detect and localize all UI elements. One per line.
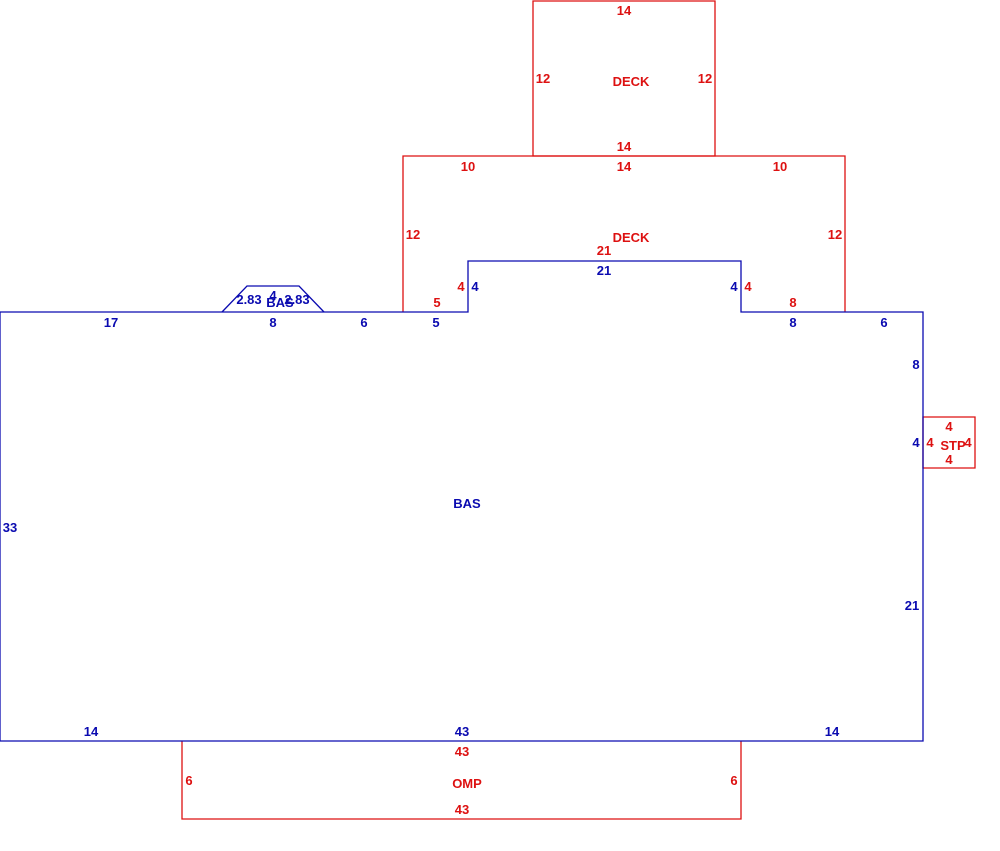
deck-upper-label: DECK (613, 74, 650, 89)
bas-top-after-step-dim: 8 (789, 315, 796, 330)
deck-lower-top-right-dim: 10 (773, 159, 787, 174)
deck-lower-left-dim: 12 (406, 227, 420, 242)
deck-lower-inner-right-dim: 4 (744, 279, 752, 294)
bas-top-left-dim: 17 (104, 315, 118, 330)
omp-left-dim: 6 (185, 773, 192, 788)
deck-upper-top-dim: 14 (617, 3, 632, 18)
deck-lower-inner-left-dim: 4 (457, 279, 465, 294)
bay-right-diag-dim: 2.83 (284, 292, 309, 307)
bas-step-left-dim: 4 (471, 279, 479, 294)
deck-lower-inner-top-dim: 21 (597, 243, 611, 258)
omp-label: OMP (452, 776, 482, 791)
bas-top-before-step-dim: 5 (432, 315, 439, 330)
bay-left-diag-dim: 2.83 (236, 292, 261, 307)
bay-label: BAS (266, 295, 294, 310)
stp-bottom-dim: 4 (945, 452, 953, 467)
stp-label: STP (940, 438, 966, 453)
deck-lower-bottom-right-dim: 8 (789, 295, 796, 310)
deck-upper-right-dim: 12 (698, 71, 712, 86)
bas-right-upper-dim: 8 (912, 357, 919, 372)
stp-right-dim: 4 (964, 435, 972, 450)
bas-outline (0, 260, 924, 742)
deck-lower-bottom-left-dim: 5 (433, 295, 440, 310)
deck-lower-top-mid-dim: 14 (617, 159, 632, 174)
bas-top-mid-dim: 6 (360, 315, 367, 330)
deck-upper-left-dim: 12 (536, 71, 550, 86)
omp-outline (181, 741, 742, 820)
bay-top-dim: 4 (269, 288, 277, 303)
deck-lower-label: DECK (613, 230, 650, 245)
bas-bottom-right-dim: 14 (825, 724, 840, 739)
deck-upper-bottom-dim: 14 (617, 139, 632, 154)
bas-step-right-dim: 4 (730, 279, 738, 294)
bas-label: BAS (453, 496, 481, 511)
bas-top-bay-dim: 8 (269, 315, 276, 330)
deck-lower-right-dim: 12 (828, 227, 842, 242)
bas-bottom-dim: 43 (455, 724, 469, 739)
deck-lower-top-left-dim: 10 (461, 159, 475, 174)
bas-right-lower-dim: 21 (905, 598, 919, 613)
bas-right-stp-dim: 4 (912, 435, 920, 450)
omp-bottom-dim: 43 (455, 802, 469, 817)
bas-left-dim: 33 (3, 520, 17, 535)
bas-bottom-left-dim: 14 (84, 724, 99, 739)
bay-outline (221, 285, 325, 313)
bas-recess-top-dim: 21 (597, 263, 611, 278)
stp-top-dim: 4 (945, 419, 953, 434)
bas-top-right-dim: 6 (880, 315, 887, 330)
omp-top-dim: 43 (455, 744, 469, 759)
deck-lower-outline (402, 155, 846, 312)
omp-right-dim: 6 (730, 773, 737, 788)
stp-left-dim: 4 (926, 435, 934, 450)
